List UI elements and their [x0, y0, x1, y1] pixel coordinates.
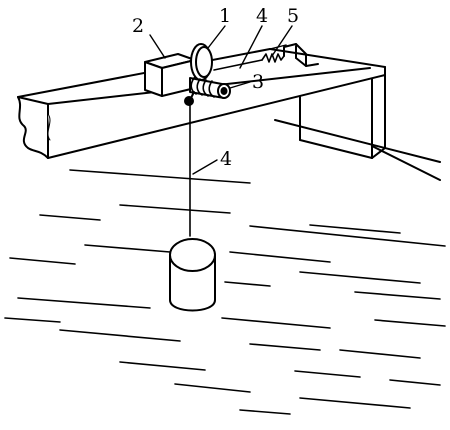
- pulley: [190, 43, 213, 81]
- label-wire-upper: 4: [256, 5, 269, 27]
- label-shaft: 3: [252, 71, 265, 93]
- weight-cylinder: [169, 238, 216, 312]
- spring: [261, 53, 285, 63]
- label-wire-lower: 4: [220, 148, 233, 170]
- water-surface: [4, 169, 446, 415]
- label-drive-unit: 2: [132, 15, 145, 37]
- leader-lines: [149, 25, 293, 175]
- spring-bracket: [283, 43, 319, 67]
- drive-unit: [144, 53, 196, 97]
- label-spring: 5: [287, 5, 300, 27]
- wire-upper: [213, 59, 263, 71]
- label-pulley: 1: [219, 5, 232, 27]
- shaft: [189, 77, 231, 99]
- crank-handle: [184, 91, 195, 106]
- cantilever-beam: [17, 44, 386, 159]
- bank-edge: [274, 119, 441, 181]
